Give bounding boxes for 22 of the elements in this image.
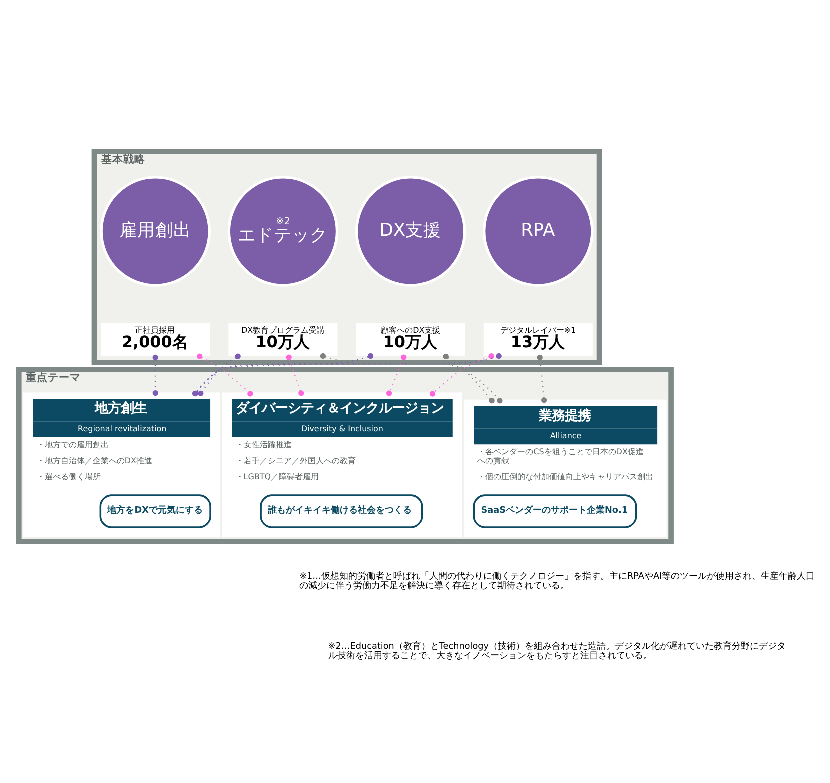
node-circle: DX支援 xyxy=(355,176,466,286)
connector xyxy=(537,354,548,403)
connector xyxy=(386,354,407,396)
connector xyxy=(430,353,494,396)
label: ※2…Education（教育）とTechnology（技術）を組み合わせた造語。デジタル化が遅れていた教育分野にデジタル技術を活用することで、大きなイノベーションをもたらすと注目されている。 xyxy=(328,641,786,662)
node-box: 誰もがイキイキ働ける社会をつくる xyxy=(260,494,424,528)
node-circle: RPA xyxy=(483,176,594,286)
label: ※1…仮想知的労働者と呼ばれ「人間の代わりに働くテクノロジー」を指す。主にRPAやAI等のツールが使用され、生産年齢人口の減少に伴う労働力不足を解決に導く存在として期待されている。 xyxy=(300,571,816,592)
connector xyxy=(286,354,304,396)
node-box: DX教育プログラム受講 10万人 xyxy=(228,322,338,356)
connector xyxy=(443,353,495,404)
node-box: 正社員採用 2,000名 xyxy=(101,322,210,356)
connector xyxy=(197,353,254,396)
connector xyxy=(320,352,503,404)
connector xyxy=(198,353,241,396)
node-box: 地方をDXで元気にする xyxy=(100,494,212,528)
node-circle: 雇用創出 xyxy=(100,176,211,286)
connector xyxy=(152,354,158,396)
node-box: SaaSベンダーのサポート企業No.1 xyxy=(473,494,638,528)
node-box: 顧客へのDX支援 10万人 xyxy=(356,322,466,356)
node-box: デジタルレイバー※1 13万人 xyxy=(484,322,593,356)
node-circle: ※2 エドテック xyxy=(228,176,339,286)
